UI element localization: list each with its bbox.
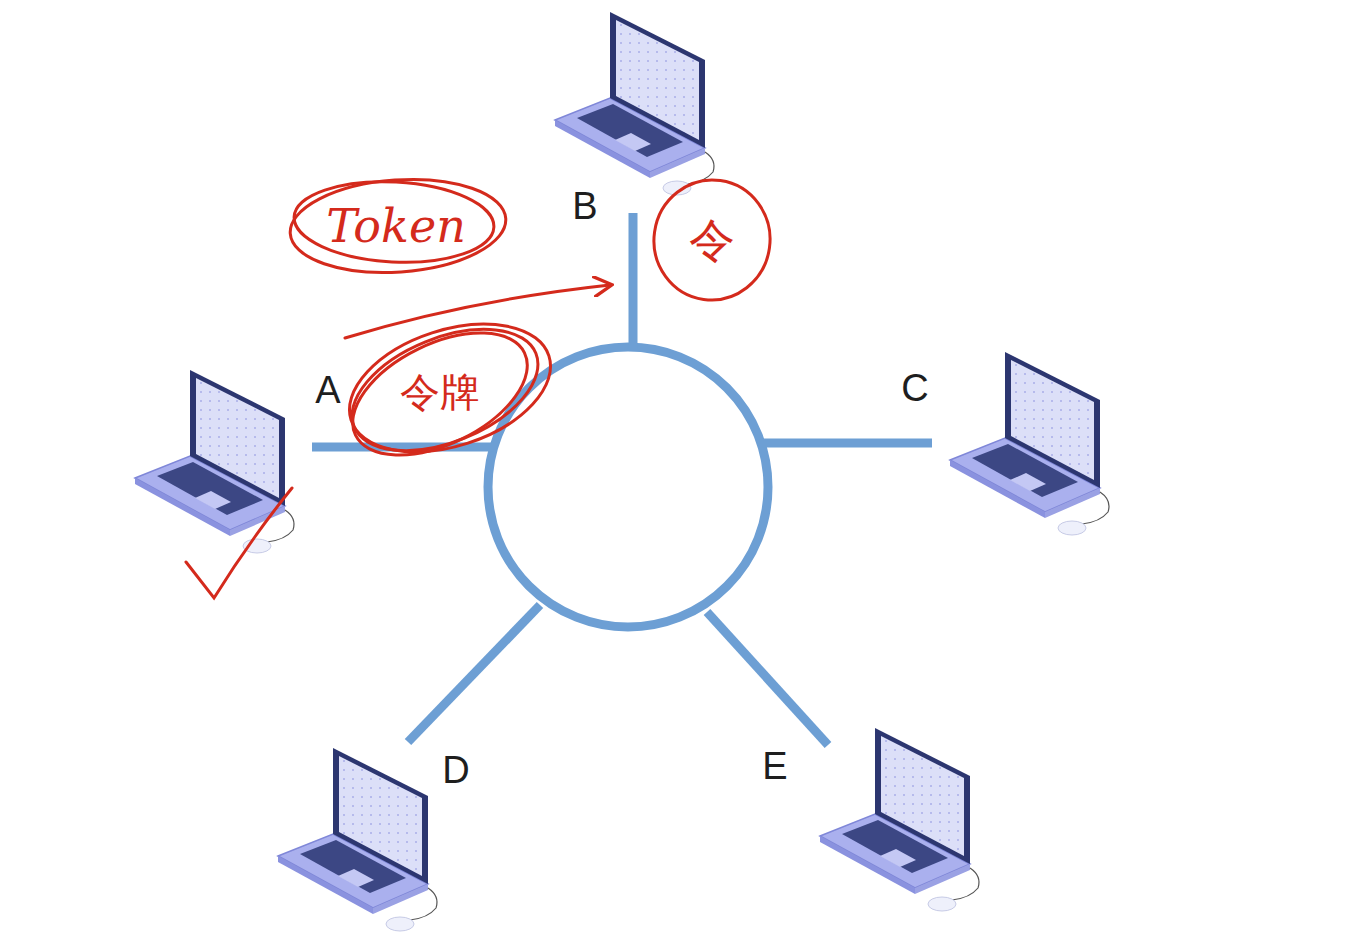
ring-node-label: E bbox=[762, 747, 787, 785]
laptop-icon bbox=[950, 352, 1109, 535]
handwritten-note: 令 bbox=[689, 217, 735, 263]
laptop-icons bbox=[135, 12, 1109, 931]
ring-node-label: D bbox=[442, 751, 469, 789]
ring-node-label: B bbox=[572, 187, 597, 225]
handwritten-note: Token bbox=[326, 203, 466, 249]
ring-node-label: C bbox=[901, 369, 928, 407]
handwritten-note: 令牌 bbox=[396, 370, 484, 414]
ring-node-label: A bbox=[315, 371, 340, 409]
laptop-icon bbox=[278, 748, 437, 931]
ring-bus bbox=[312, 213, 932, 745]
laptop-icon bbox=[820, 728, 979, 911]
laptop-icon bbox=[135, 370, 294, 553]
handwritten-annotations bbox=[186, 173, 778, 598]
laptop-icon bbox=[555, 12, 714, 195]
